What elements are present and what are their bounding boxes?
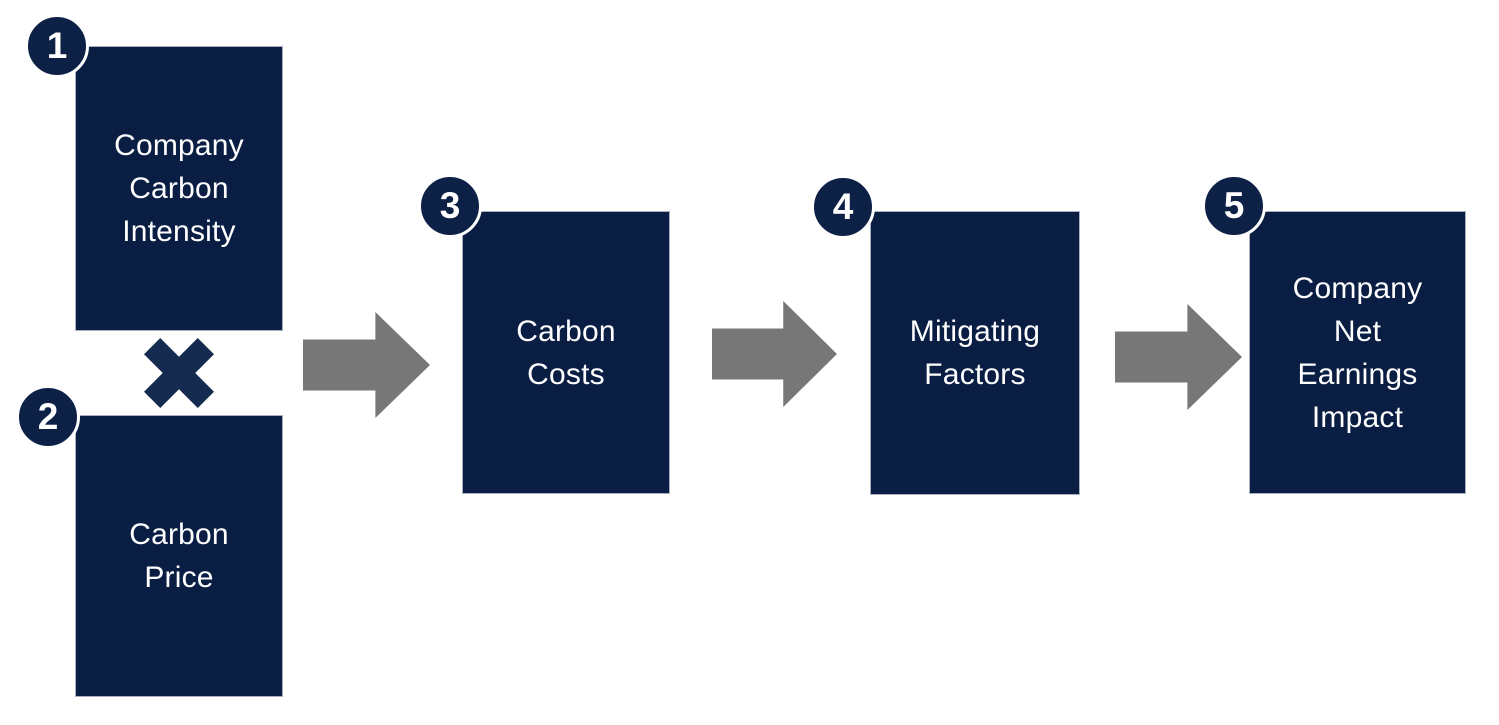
step-number-badge-1: 1	[25, 14, 89, 78]
step-number-1: 1	[46, 24, 68, 66]
step-number-5: 5	[1223, 184, 1245, 226]
step-number-3: 3	[439, 184, 461, 226]
step-label-company-net-earnings-impact: Company Net Earnings Impact	[1292, 271, 1423, 434]
step-number-4: 4	[832, 185, 854, 227]
step-label-company-carbon-intensity: Company Carbon Intensity	[114, 129, 244, 248]
step-number-badge-4: 4	[811, 175, 875, 239]
flow-arrow-2	[712, 301, 837, 407]
step-label-carbon-price: Carbon Price	[129, 518, 229, 594]
step-number-2: 2	[37, 395, 59, 437]
step-number-badge-2: 2	[16, 385, 80, 449]
step-box-company-net-earnings-impact: Company Net Earnings Impact	[1249, 211, 1466, 494]
step-box-company-carbon-intensity: Company Carbon Intensity	[75, 46, 283, 331]
step-number-badge-5: 5	[1202, 174, 1266, 238]
flow-arrow-1	[303, 312, 430, 418]
multiply-icon	[143, 337, 215, 409]
step-number-badge-3: 3	[418, 174, 482, 238]
step-box-carbon-price: Carbon Price	[75, 415, 283, 697]
step-label-mitigating-factors: Mitigating Factors	[909, 315, 1041, 391]
step-label-carbon-costs: Carbon Costs	[516, 314, 616, 391]
step-box-mitigating-factors: Mitigating Factors	[870, 211, 1080, 495]
flow-arrow-3	[1115, 304, 1242, 410]
step-box-carbon-costs: Carbon Costs	[462, 211, 670, 494]
